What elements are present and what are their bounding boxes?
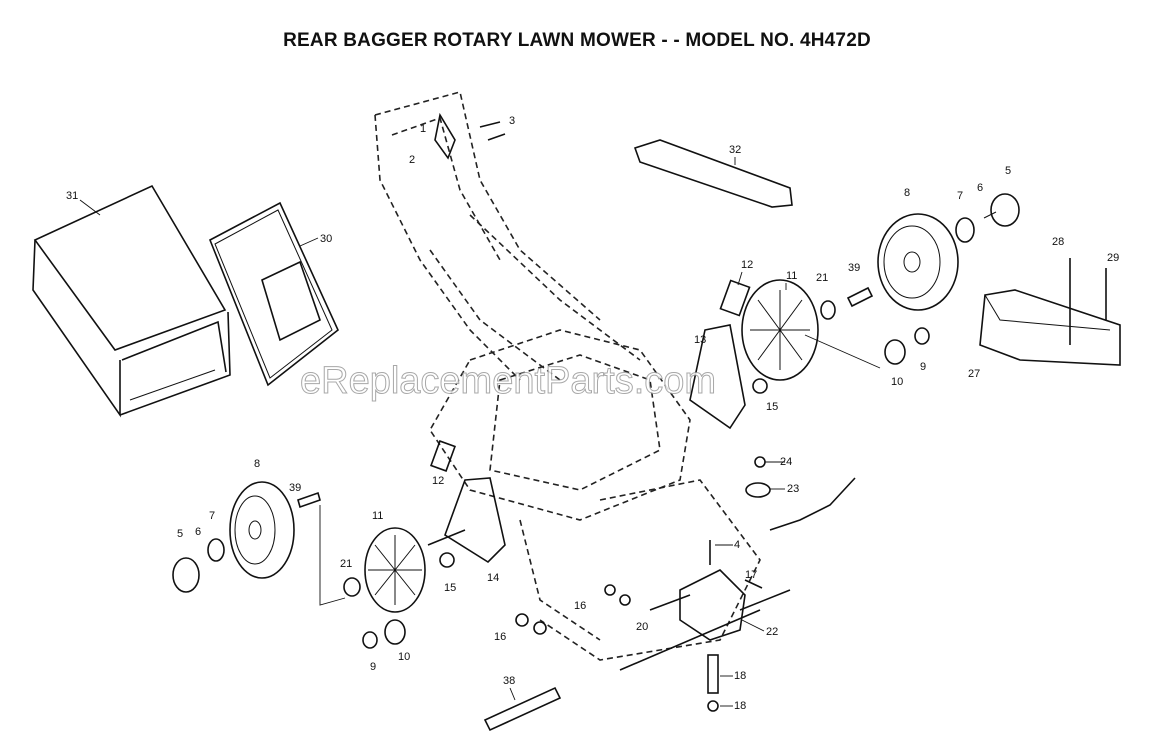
rear-cover-part[interactable] — [979, 289, 1121, 366]
gear-housing-upper[interactable] — [741, 279, 819, 381]
washer-21-upper[interactable] — [820, 300, 836, 320]
callout-4: 4 — [734, 539, 740, 551]
callout-9-lower: 9 — [370, 661, 376, 673]
watermark: eReplacementParts.com — [300, 360, 716, 402]
control-cable[interactable] — [769, 477, 856, 531]
spring-upper[interactable] — [719, 279, 751, 317]
callout-14: 14 — [487, 572, 499, 584]
callout-3: 3 — [509, 115, 515, 127]
callout-12-upper: 12 — [741, 259, 753, 271]
callout-28: 28 — [1052, 236, 1064, 248]
callout-22: 22 — [766, 626, 778, 638]
bolt-17[interactable] — [744, 579, 763, 589]
callout-1: 1 — [420, 123, 426, 135]
nut-24[interactable] — [754, 456, 766, 468]
callout-21-upper: 21 — [816, 272, 828, 284]
handle-bracket-1[interactable] — [434, 112, 456, 160]
callout-10-upper: 10 — [891, 376, 903, 388]
callout-10-lower: 10 — [398, 651, 410, 663]
spacer-39-upper[interactable] — [846, 286, 874, 308]
pulley-23[interactable] — [745, 482, 771, 498]
cap-lower[interactable] — [172, 557, 200, 593]
drive-spring[interactable] — [649, 594, 691, 611]
nut-16-d[interactable] — [619, 594, 631, 606]
callout-18-upper: 18 — [734, 670, 746, 682]
callout-5-lower: 5 — [177, 528, 183, 540]
nut-16-c[interactable] — [604, 584, 616, 596]
callout-7-lower: 7 — [209, 510, 215, 522]
callout-31: 31 — [66, 190, 78, 202]
callout-8-upper: 8 — [904, 187, 910, 199]
diagram-title: REAR BAGGER ROTARY LAWN MOWER - - MODEL … — [283, 30, 871, 51]
pinion-gear-upper[interactable] — [884, 339, 906, 365]
callout-27: 27 — [968, 368, 980, 380]
bracket-lower[interactable] — [444, 477, 506, 564]
handle-assembly — [374, 91, 641, 381]
callout-39-lower: 39 — [289, 482, 301, 494]
spacer-39-lower[interactable] — [297, 491, 321, 509]
callout-6-upper: 6 — [977, 182, 983, 194]
callout-15-lower: 15 — [444, 582, 456, 594]
callout-15-upper: 15 — [766, 401, 778, 413]
callout-5-upper: 5 — [1005, 165, 1011, 177]
callout-38: 38 — [503, 675, 515, 687]
callout-7-upper: 7 — [957, 190, 963, 202]
rear-wheel-lower[interactable] — [229, 481, 295, 579]
washer-21-lower[interactable] — [343, 577, 361, 597]
bag-frame-part[interactable] — [208, 201, 339, 387]
callout-29: 29 — [1107, 252, 1119, 264]
callout-32: 32 — [729, 144, 741, 156]
callout-11-lower: 11 — [372, 510, 383, 522]
bolt-3[interactable] — [479, 121, 506, 141]
callout-8-lower: 8 — [254, 458, 260, 470]
washer-lower[interactable] — [207, 538, 225, 562]
bracket-upper[interactable] — [689, 324, 746, 430]
drive-belt-part[interactable] — [633, 139, 793, 208]
nut-upper[interactable] — [914, 327, 930, 345]
callout-30: 30 — [320, 233, 332, 245]
callout-18-lower: 18 — [734, 700, 746, 712]
callout-20: 20 — [636, 621, 648, 633]
callout-24: 24 — [780, 456, 792, 468]
callout-12-lower: 12 — [432, 475, 444, 487]
nut-18[interactable] — [707, 700, 719, 712]
callout-39-upper: 39 — [848, 262, 860, 274]
callout-21-lower: 21 — [340, 558, 352, 570]
callout-13: 13 — [694, 334, 706, 346]
axle-38[interactable] — [483, 686, 562, 732]
spring-18[interactable] — [707, 654, 719, 694]
rear-wheel-upper[interactable] — [877, 213, 959, 311]
transmission-part[interactable] — [619, 569, 791, 671]
callout-9-upper: 9 — [920, 361, 926, 373]
callout-17: 17 — [745, 569, 757, 581]
washer-upper[interactable] — [955, 217, 975, 243]
grass-bag-part[interactable] — [32, 184, 231, 418]
nut-lower[interactable] — [362, 631, 378, 649]
nut-16-b[interactable] — [533, 621, 547, 635]
cap-upper[interactable] — [990, 193, 1020, 227]
gear-housing-lower[interactable] — [364, 527, 426, 613]
callout-16-left: 16 — [494, 631, 506, 643]
mower-deck — [429, 329, 761, 661]
callout-6-lower: 6 — [195, 526, 201, 538]
bushing-15-lower[interactable] — [439, 552, 455, 568]
callout-11-upper: 11 — [786, 270, 797, 282]
callout-23: 23 — [787, 483, 799, 495]
callout-2: 2 — [409, 154, 415, 166]
spring-lower[interactable] — [430, 440, 456, 472]
pinion-gear-lower[interactable] — [384, 619, 406, 645]
nut-16-a[interactable] — [515, 613, 529, 627]
callout-16-mid: 16 — [574, 600, 586, 612]
